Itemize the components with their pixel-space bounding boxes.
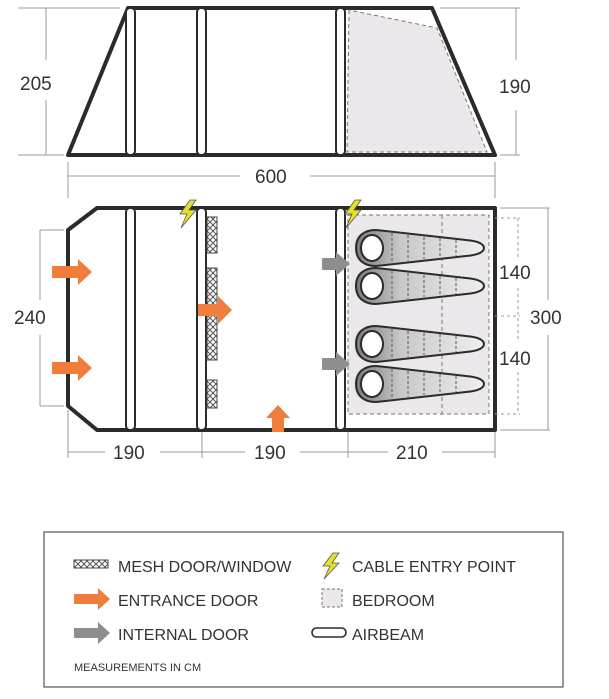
side-dimension-lines	[18, 7, 520, 198]
entrance-arrow-icon	[198, 296, 232, 324]
bedroom-dimension-lines	[347, 217, 520, 458]
side-length: 600	[255, 167, 287, 188]
side-view-bedroom	[346, 9, 488, 153]
plan-airbeam-2	[196, 207, 207, 431]
cable-entry-icon	[179, 199, 197, 229]
legend: MESH DOOR/WINDOW ENTRANCE DOOR INTERNAL …	[43, 531, 564, 688]
sleeping-bag-icon	[354, 228, 486, 268]
plan-dimension-lines	[39, 207, 550, 458]
entrance-arrow-icon	[52, 259, 92, 285]
internal-arrow-icon	[74, 622, 110, 644]
section-1-length: 190	[113, 443, 145, 464]
internal-arrow-icon	[322, 352, 350, 376]
side-height-right: 190	[499, 77, 531, 98]
bedroom-icon	[321, 588, 343, 608]
section-3-length: 210	[396, 443, 428, 464]
plan-width-left: 240	[14, 308, 46, 329]
plan-mesh-window-1	[206, 216, 218, 254]
legend-box	[43, 531, 564, 688]
entrance-arrow-icon	[74, 588, 110, 610]
floor-plan: 240 300 140 140 190 190 210	[14, 199, 562, 464]
sleeping-bag-icon	[354, 266, 486, 306]
legend-entrance-label: ENTRANCE DOOR	[118, 593, 258, 610]
sleeping-bag-icon	[354, 324, 486, 364]
legend-footnote: MEASUREMENTS IN CM	[74, 662, 201, 674]
legend-bedroom-label: BEDROOM	[352, 593, 435, 610]
plan-airbeam-1	[125, 207, 136, 431]
cable-entry-icon	[322, 552, 340, 580]
airbeam-icon	[311, 627, 347, 638]
sleeping-bag-icon	[354, 364, 486, 404]
side-airbeam-2	[196, 7, 207, 156]
section-2-length: 190	[254, 443, 286, 464]
side-height-left: 205	[20, 74, 52, 95]
side-view: 205 190 600	[18, 6, 531, 198]
plan-mesh-window-3	[206, 379, 218, 409]
entrance-arrow-icon	[52, 355, 92, 381]
entrance-arrow-icon	[266, 405, 290, 432]
legend-mesh-label: MESH DOOR/WINDOW	[118, 559, 292, 576]
plan-width-right: 300	[530, 308, 562, 329]
cable-entry-icon	[344, 199, 362, 229]
side-view-end-wall	[339, 6, 498, 157]
mesh-icon	[73, 559, 109, 569]
plan-airbeam-3	[335, 207, 346, 431]
bedroom-width-top: 140	[499, 263, 531, 284]
sleeping-bags	[354, 228, 486, 404]
legend-internal-label: INTERNAL DOOR	[118, 627, 249, 644]
side-airbeam-1	[125, 7, 136, 156]
internal-arrow-icon	[322, 252, 350, 276]
bedroom-width-bottom: 140	[499, 349, 531, 370]
legend-airbeam-label: AIRBEAM	[352, 627, 424, 644]
side-airbeam-3	[335, 7, 346, 156]
legend-cable-label: CABLE ENTRY POINT	[352, 559, 516, 576]
